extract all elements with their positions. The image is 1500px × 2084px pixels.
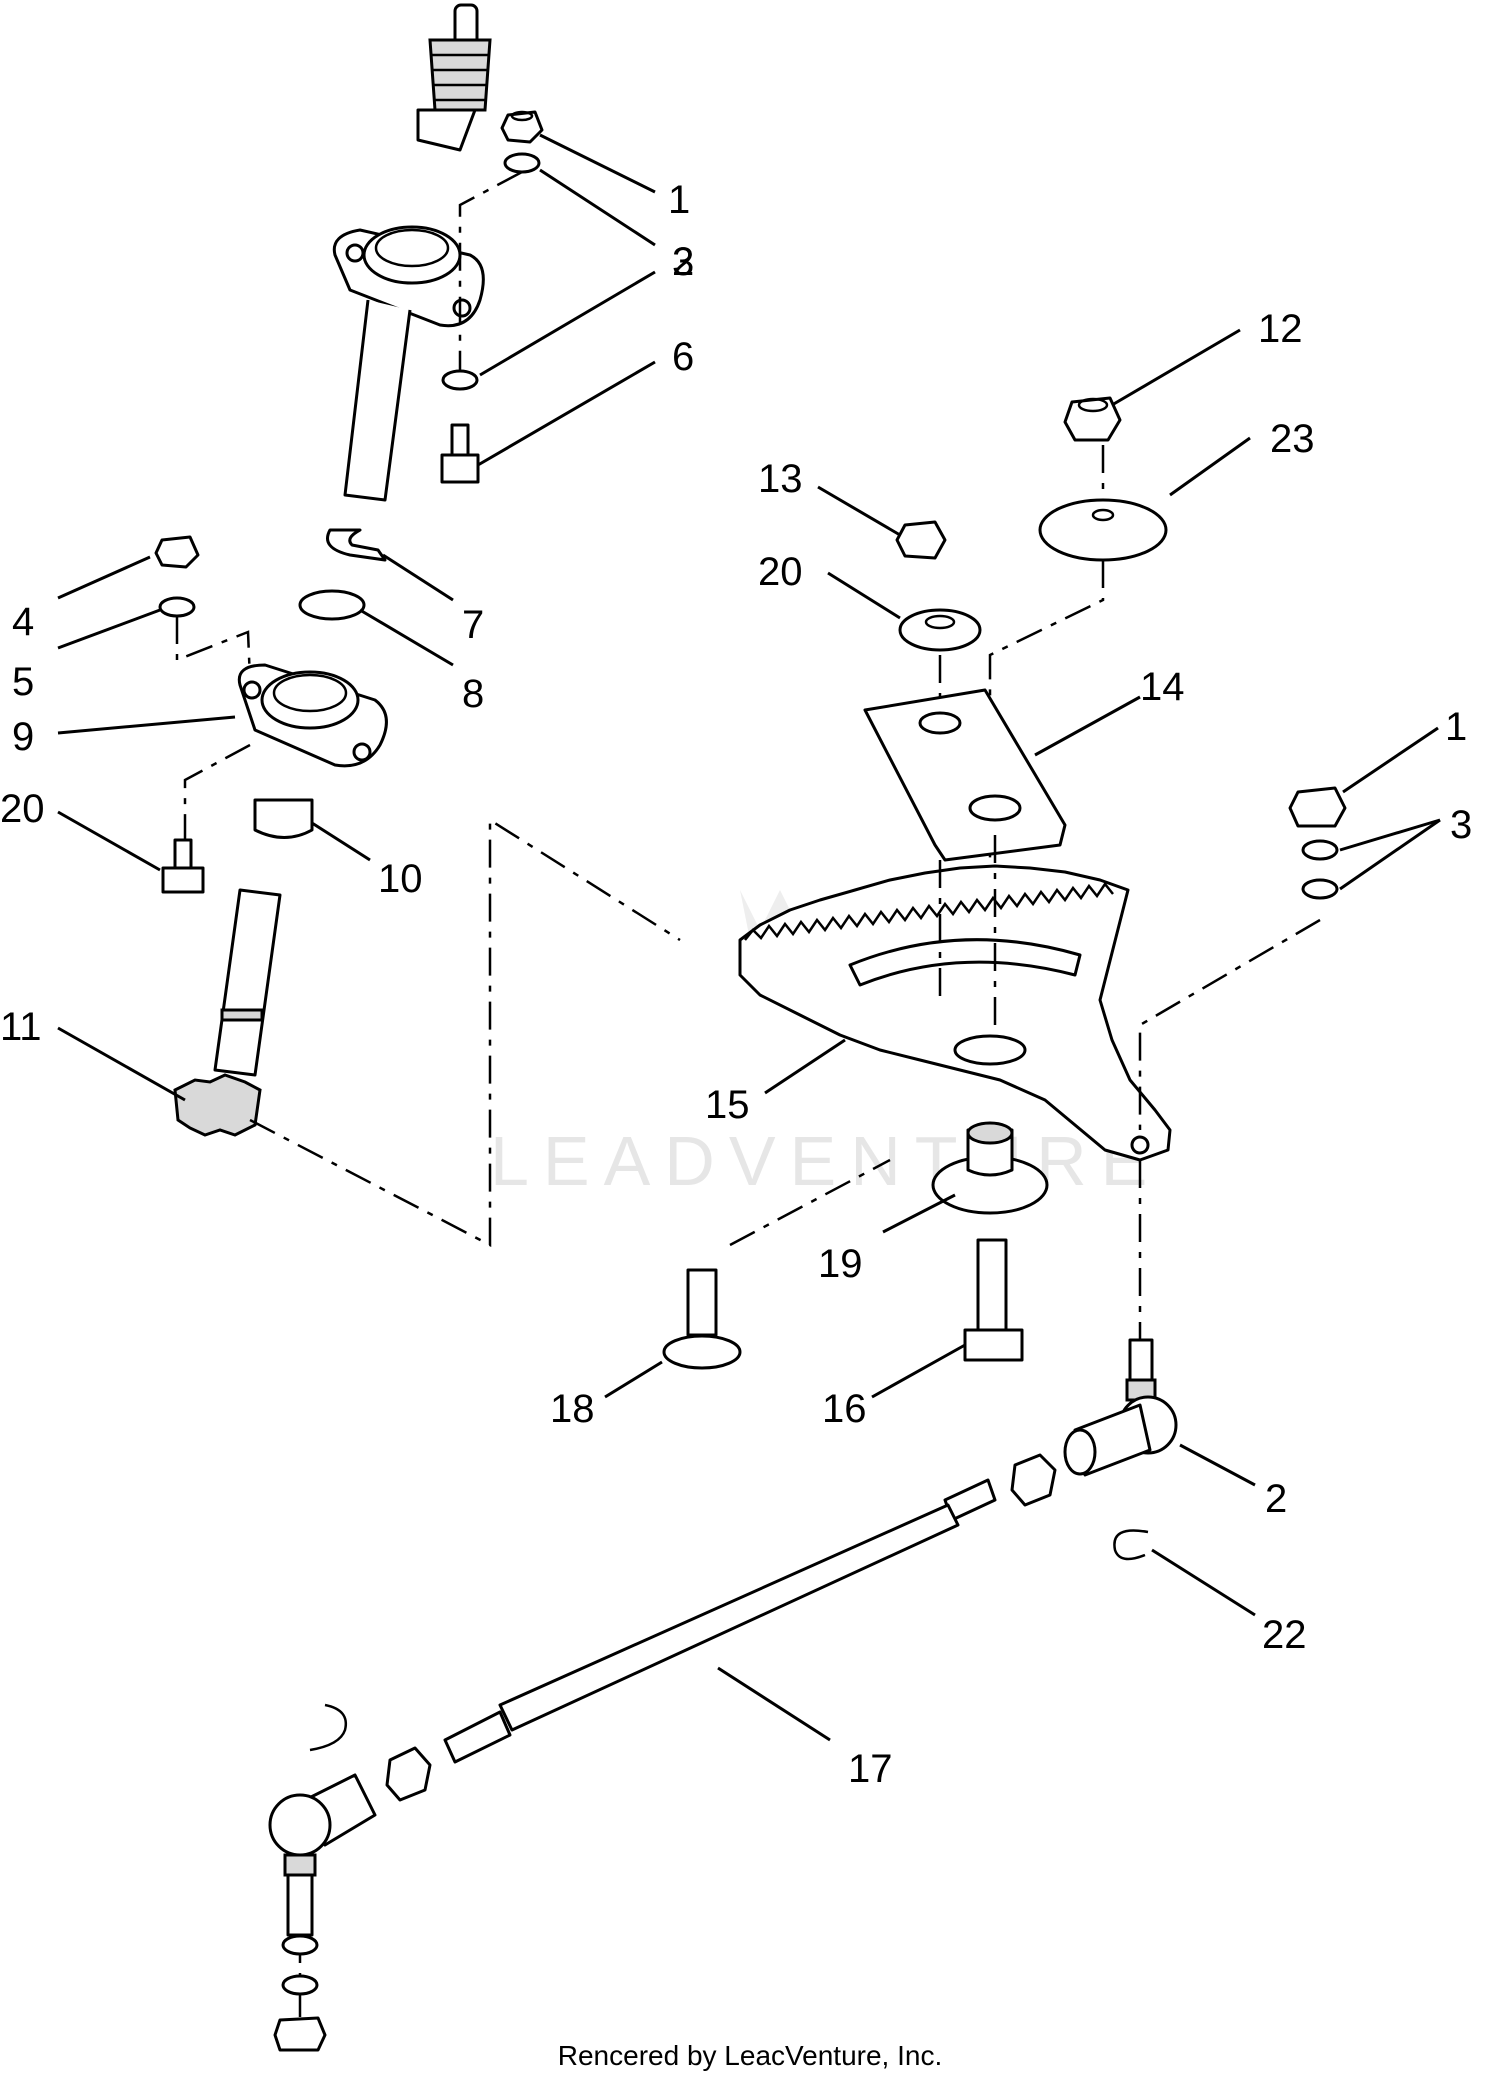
right-washer-1	[1301, 839, 1339, 861]
left-jam-nut	[385, 1746, 432, 1802]
callout-13: 13	[758, 457, 803, 501]
callouts: 1 2 3 6 7 8 4 5 9 20 10 11 12 23 13 20 1…	[0, 178, 1472, 1791]
callout-17: 17	[848, 1747, 893, 1791]
large-washer	[1038, 498, 1168, 562]
callout-12: 12	[1258, 307, 1303, 351]
footer-credit: Rencered by LeacVenture, Inc.	[557, 2040, 943, 2071]
callout-15: 15	[705, 1083, 750, 1127]
tie-rod	[443, 1478, 997, 1764]
callout-9: 9	[12, 715, 34, 759]
right-ball-joint	[1063, 1338, 1178, 1477]
upper-flange-bearing	[332, 225, 485, 328]
callout-21: 20	[0, 787, 45, 831]
left-cotter-pin	[309, 1703, 348, 1752]
callout-23: 23	[1270, 417, 1315, 461]
watermark-text: LEADVENTURE	[490, 1122, 1161, 1200]
callout-14: 14	[1140, 665, 1185, 709]
upper-steering-shaft	[416, 3, 492, 152]
callout-1: 1	[1445, 705, 1467, 749]
pinion-shaft	[173, 888, 282, 1137]
small-nut	[895, 520, 947, 560]
steering-column-tube	[343, 299, 412, 502]
bushing-spacer	[298, 589, 366, 621]
shoulder-bolt-16	[963, 1238, 1024, 1362]
callout-20: 20	[758, 550, 803, 594]
spacer-bushing	[898, 608, 982, 652]
leader-lines	[57, 133, 1441, 1742]
washer-mid	[441, 369, 479, 391]
callout-11: 11	[0, 1005, 42, 1049]
callout-5-upper-b: 3	[672, 240, 694, 284]
callout-5-upper-a: 2	[672, 240, 694, 284]
cotter-pin-22	[1113, 1529, 1149, 1561]
callout-4-upper: 1	[668, 178, 690, 222]
callout-16: 16	[822, 1387, 867, 1431]
callout-8: 8	[462, 672, 484, 716]
callout-10: 10	[378, 857, 423, 901]
callout-2: 2	[1265, 1477, 1287, 1521]
flange-bolt	[161, 838, 205, 894]
upper-bolt	[440, 423, 480, 484]
pivot-spacer	[931, 1121, 1049, 1215]
e-clip	[326, 528, 387, 562]
callout-22: 22	[1262, 1613, 1307, 1657]
shoulder-bolt-18	[662, 1268, 742, 1370]
right-washer-2	[1301, 878, 1339, 900]
upper-washer	[503, 152, 541, 174]
left-bottom-nut	[273, 2016, 327, 2052]
lower-nut	[154, 535, 200, 569]
pivot-plate	[863, 688, 1067, 862]
lower-flange-bearing	[237, 663, 388, 768]
sector-gear	[738, 864, 1172, 1162]
callout-7: 7	[462, 603, 484, 647]
right-nut	[1288, 786, 1347, 828]
top-nut	[1063, 396, 1122, 442]
bushing	[253, 798, 314, 839]
right-jam-nut	[1010, 1453, 1057, 1507]
callout-4-lower: 4	[12, 600, 34, 644]
callout-3: 3	[1450, 803, 1472, 847]
callout-6: 6	[672, 335, 694, 379]
left-washer-1	[281, 1934, 319, 1956]
lower-washer	[158, 596, 196, 618]
callout-18: 18	[550, 1387, 595, 1431]
left-ball-joint	[268, 1773, 377, 1937]
left-washer-2	[281, 1974, 319, 1996]
callout-19: 19	[818, 1242, 863, 1286]
callout-5-lower: 5	[12, 660, 34, 704]
upper-nut	[500, 110, 544, 144]
